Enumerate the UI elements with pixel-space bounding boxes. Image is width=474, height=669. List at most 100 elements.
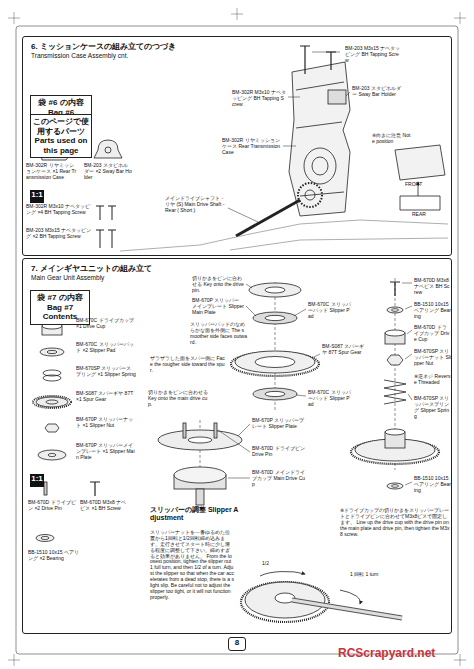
slipper-adjustment-figure [340,590,360,604]
screw-icons [96,206,116,248]
slipper-stack [253,388,297,400]
orientation-inset [395,145,445,210]
part-label: BM-670P スリッパーメインプレート ×1 Slipper Main Pla… [76,443,136,461]
right-stack [390,282,400,296]
part-label: BM-302R リヤミッションケース Rear Transmission Cas… [222,138,282,156]
part-label: 1/2 [262,561,278,567]
main-drive-shaft [298,183,322,207]
slipper-adjustment-figure [241,571,402,622]
part-label: BM-302R M3x10 ナベタッピング ×4 BH Tapping Scre… [26,204,92,216]
leader-lines [288,97,300,98]
slipper-adjustment-figure [245,582,325,618]
crop-marks [231,8,243,20]
screw-icons [108,230,116,248]
part-label: BM-670D ドライブピン Drive Pin [252,446,306,458]
screw-icons [96,230,104,248]
screw-icons [108,206,116,220]
bag7-icons [46,400,58,404]
stack-leaders [218,430,250,452]
part-label: BM-203 スタビホルダー Sway Bar Holder [352,86,402,98]
part-label: BM-670C スリッパーパッド Slipper Pad [308,302,352,320]
transmission-case [312,157,328,175]
part-label: BM-670D ドライブカップ Drive Cup [414,325,451,343]
part-label: BB-1510 10x15 ベアリング Bearing [414,476,451,494]
part-label: REAR [412,212,436,218]
bag-box: このページで使用するパーツ Parts used on this page [30,114,92,158]
part-label: スリッパーパッドのなめらかな面を外側に The smoother side fa… [190,322,248,346]
part-label: BM-670P スリッパープレート Slipper Plate [252,418,306,430]
transmission-case [328,90,346,104]
node-heading: 1:1 [30,190,44,199]
slipper-stack [255,357,295,368]
stack-leaders [405,306,412,309]
bag7-icons [90,482,100,496]
right-stack [387,307,403,313]
transmission-case [304,148,336,184]
drive-cup-subassembly [158,420,242,505]
part-label: BM-S087 スパーギヤ 87T Spur Gear [322,344,366,356]
part-label: BB-1510 10x15 ベアリング Bearing [414,302,451,320]
node-heading: 7. メインギヤユニットの組み立て [31,263,443,274]
sway-bar-holder-icon [94,140,122,158]
part-label: ザラザラした面をスパー側に Face the rougher side towa… [150,356,226,374]
stack-leaders [312,354,320,358]
chassis [120,220,448,251]
orientation-inset [400,196,440,210]
part-label: ※ドライブカップの切りかきをスリッパープレートとドライブピンに合わせてM3x8ビ… [340,508,450,537]
part-label: メインドライブシャフト・リヤ (S) Main Drive Shaft - Re… [165,196,227,214]
part-label: BM-670P スリッパーメインプレート Slipper Main Plate [192,298,244,316]
bag7-icons [45,424,59,432]
stack-leaders [408,394,412,400]
watermark: RCScrapyard.net [338,646,462,660]
part-label: BM-302R M3x10 ナベタッピング BH Tapping Screw [232,90,286,108]
slipper-stack [265,315,285,320]
part-label: BM-670C ドライブカップ ×1 Drive Cup [76,318,136,330]
part-label: スリッパーナットを一番ゆるめた位置から1回転と1/2回転締め込みます。走行させて… [150,530,234,601]
stack-leaders [246,284,252,288]
right-stack [392,309,399,312]
slipper-stack [265,391,285,396]
part-label: BM-670D メインドライブカップ Main Drive Cup [252,470,306,488]
part-label: BM-670SP スリッパーナット Slipper Nut [414,349,451,367]
part-label: BM-670D M3x8 ナベビス BH Screw [414,278,451,296]
section-heading: スリッパーの調整 Slipper Adjustment [150,506,240,523]
screw-icons [96,206,104,220]
bag7-icons [44,482,47,495]
scale-badge: 1:1 [30,474,44,487]
stack-leaders [228,478,250,479]
right-stack [387,483,403,489]
part-label: BM-203 スタビホルダー ×2 Sway Bar Holder [84,163,132,181]
part-label: 切りかきをピンに合わせる Key onto the main drive cup… [148,390,208,408]
transmission-case [289,62,350,216]
bag7-icons [36,397,68,407]
case-screws [326,52,336,70]
leader-lines [346,92,350,96]
stack-leaders [402,283,412,284]
page-number: 8 [228,637,246,651]
slipper-adjustment-figure [292,600,402,618]
part-label: BB-1510 10x15 ベアリング ×2 Bearing [28,550,80,562]
slipper-stack [253,312,297,324]
slipper-stack [231,352,319,376]
stack-leaders [405,354,412,359]
bag7-icons [43,375,61,381]
part-label: BM-670P スリッパーナット ×1 Slipper Nut [76,417,136,429]
chassis [230,238,448,250]
part-label: BM-670D ドライブピン ×2 Drive Pin [28,500,76,512]
part-label: BM-203 M3x15 ナベタッピング ×2 BH Tapping Screw [26,228,92,240]
slipper-stack [235,351,315,373]
scale-badge: 1:1 [30,190,44,203]
slipper-adjustment-figure [260,571,305,576]
bag7-icons [33,396,71,408]
part-label: ※向きに注意 Note position [372,133,412,145]
bag7-icons [41,537,49,540]
right-stack [392,485,399,488]
drive-cup-subassembly [214,423,217,438]
sway-bar-holder-icon [94,140,122,158]
stack-leaders [407,330,412,334]
node-heading: このページで使用するパーツ Parts used on this page [33,117,89,155]
bag7-icons [36,535,54,542]
stack-leaders [218,283,412,485]
crop-marks [8,8,466,666]
part-label: BM-670D M3x8 ナベビス ×1 BH Screw [80,500,128,512]
